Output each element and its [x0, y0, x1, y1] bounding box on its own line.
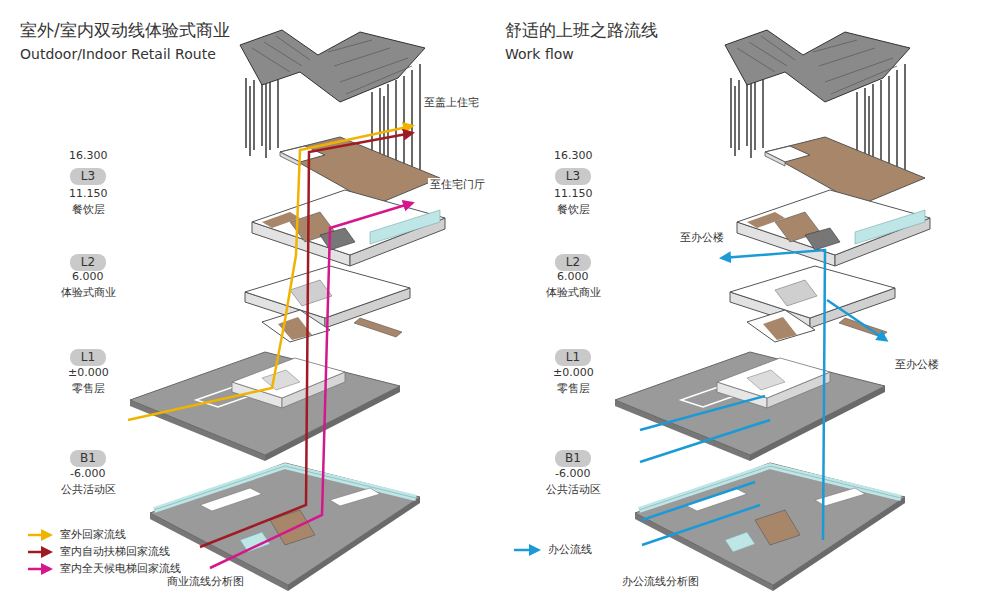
legend-sample [514, 549, 538, 552]
panel-caption: 商业流线分析图 [165, 575, 246, 588]
level-label: 公共活动区 [544, 483, 603, 496]
level-code: L1 [566, 350, 580, 364]
level-code: B1 [565, 451, 581, 465]
panel-subtitle: Work flow [503, 46, 576, 63]
level-label: 餐饮层 [555, 203, 592, 216]
legend-sample [28, 551, 50, 554]
level-code: L2 [566, 255, 580, 269]
legend-sample [28, 534, 50, 537]
level-pill: L1 [70, 349, 106, 366]
level-label: 6.000 [70, 270, 106, 283]
panel-caption: 办公流线分析图 [620, 575, 701, 588]
level-pill: L3 [555, 168, 591, 185]
level-code: B1 [80, 451, 96, 465]
destination-label: 至办公楼 [678, 231, 726, 244]
destination-label: 至盖上住宅 [422, 96, 481, 109]
level-label: 零售层 [555, 382, 592, 395]
outdoor-flow [128, 126, 412, 420]
level-pill: B1 [70, 450, 106, 467]
level-label: 11.150 [67, 187, 110, 200]
legend-text: 室外回家流线 [58, 528, 128, 541]
level-label: 零售层 [70, 382, 107, 395]
level-label: -6.000 [68, 467, 107, 480]
right-building [615, 30, 930, 591]
level-label: 公共活动区 [59, 483, 118, 496]
level-label: -6.000 [553, 467, 592, 480]
level-label: 体验式商业 [59, 286, 118, 299]
legend-text: 室内自动扶梯回家流线 [58, 545, 172, 558]
office-flow [640, 250, 886, 545]
level-label: ±0.000 [551, 366, 596, 379]
level-label: 体验式商业 [544, 286, 603, 299]
level-code: L1 [81, 350, 95, 364]
destination-label: 至办公楼 [893, 358, 941, 371]
panel-title: 室外/室内双动线体验式商业 [18, 20, 232, 40]
panel-subtitle: Outdoor/Indoor Retail Route [18, 46, 218, 63]
level-label: 餐饮层 [70, 203, 107, 216]
level-label: ±0.000 [66, 366, 111, 379]
escalator-flow [200, 133, 412, 547]
legend-text: 办公流线 [546, 543, 594, 556]
legend-text: 室内全天候电梯回家流线 [58, 562, 183, 575]
level-label: 16.300 [67, 149, 110, 162]
level-code: L3 [81, 169, 95, 183]
legend-sample [28, 568, 50, 571]
level-pill: L1 [555, 349, 591, 366]
level-label: 16.300 [552, 149, 595, 162]
level-pill: B1 [555, 450, 591, 467]
level-pill: L2 [70, 254, 106, 271]
level-pill: L2 [555, 254, 591, 271]
level-label: 6.000 [555, 270, 591, 283]
panel-title: 舒适的上班之路流线 [503, 20, 660, 40]
destination-label: 至住宅门厅 [428, 178, 487, 191]
level-code: L3 [566, 169, 580, 183]
level-code: L2 [81, 255, 95, 269]
level-pill: L3 [70, 168, 106, 185]
level-label: 11.150 [552, 187, 595, 200]
elevator-flow [210, 203, 412, 568]
